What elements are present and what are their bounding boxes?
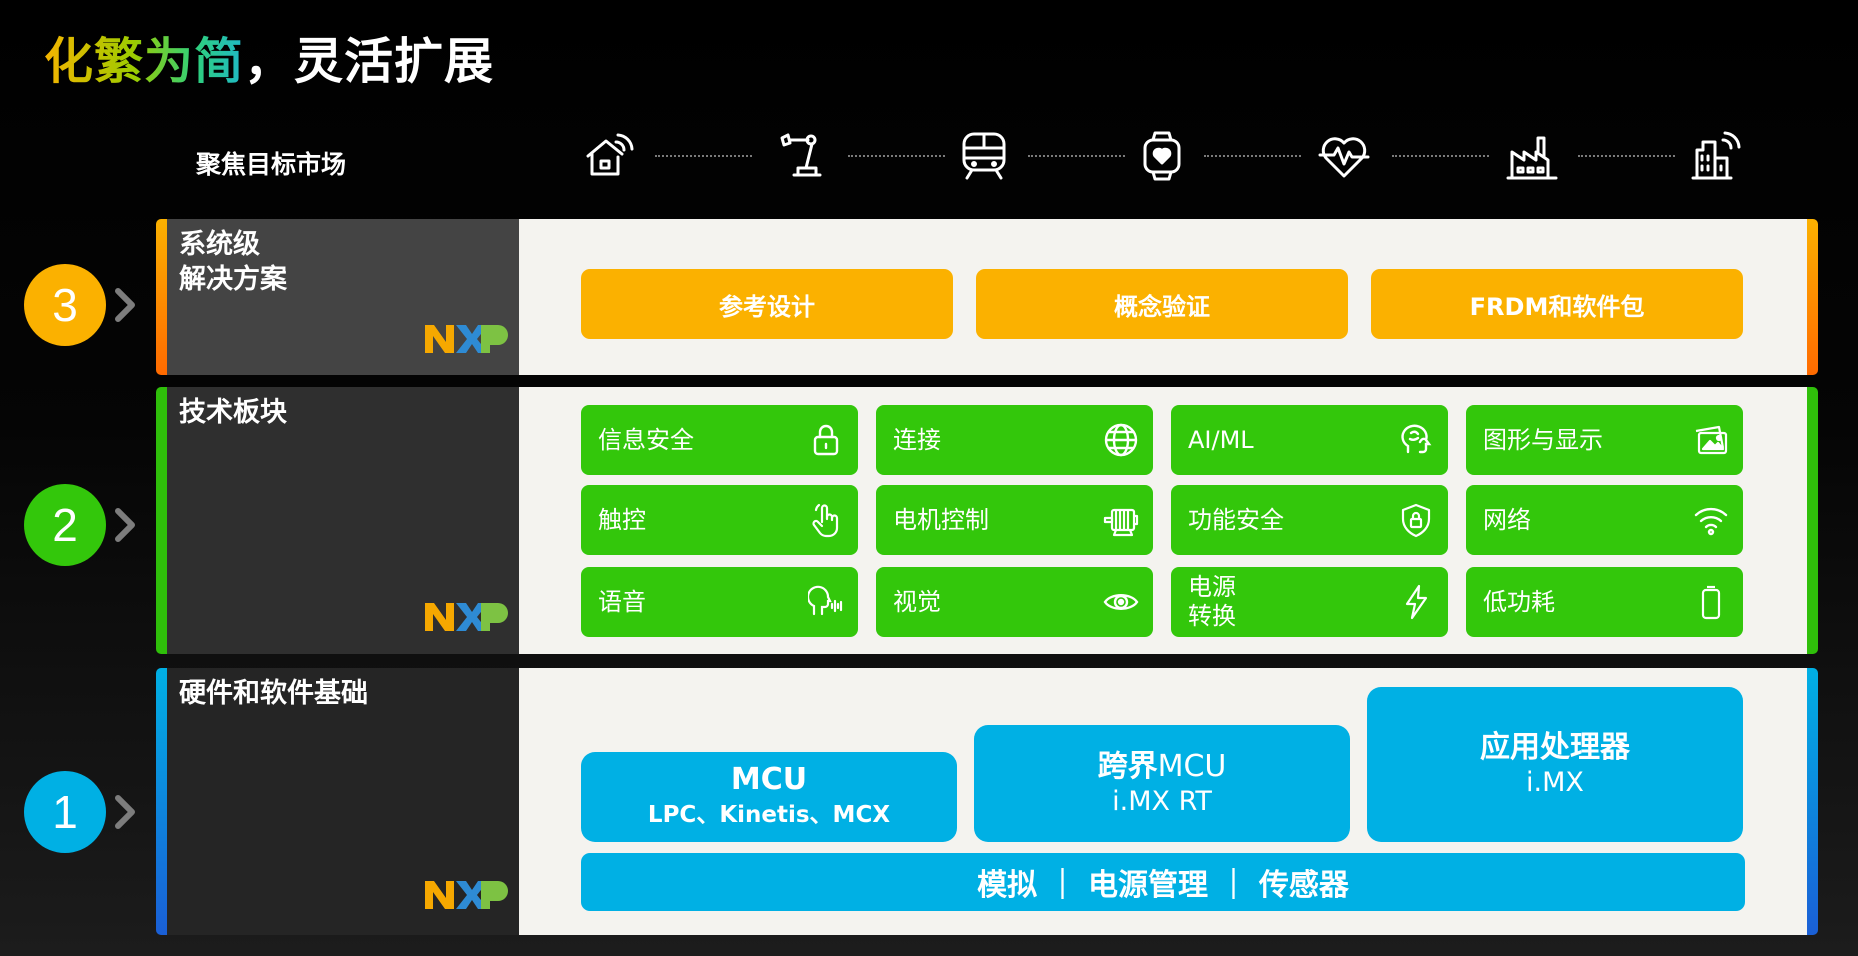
block-label: 低功耗 bbox=[1483, 587, 1555, 616]
block-vision[interactable]: 视觉 bbox=[876, 567, 1153, 637]
block-label: 电源 转换 bbox=[1188, 573, 1236, 630]
smart-building-icon bbox=[1689, 130, 1741, 182]
block-connectivity[interactable]: 连接 bbox=[876, 405, 1153, 475]
tier-title: 技术板块 bbox=[179, 397, 287, 428]
smart-home-icon bbox=[582, 130, 634, 182]
application-processor-button[interactable]: 应用处理器 i.MX bbox=[1367, 687, 1743, 842]
block-label: 信息安全 bbox=[598, 425, 694, 454]
factory-icon bbox=[1506, 130, 1558, 182]
industrial-robot-arm-icon bbox=[776, 130, 828, 182]
tier-label-panel: 系统级 解决方案 bbox=[167, 219, 519, 375]
reference-design-button[interactable]: 参考设计 bbox=[581, 269, 953, 339]
divider-dots bbox=[1204, 155, 1301, 157]
analog-power-sensor-strip[interactable]: 模拟 ｜ 电源管理 ｜ 传感器 bbox=[581, 853, 1745, 911]
mcu-families: LPC、Kinetis、MCX bbox=[647, 802, 891, 828]
block-graphics-display[interactable]: 图形与显示 bbox=[1466, 405, 1743, 475]
chevron-right-icon bbox=[115, 288, 135, 322]
chevron-right-icon bbox=[115, 795, 135, 829]
app-processor-family: i.MX bbox=[1526, 766, 1584, 798]
tier-accent-bar bbox=[156, 219, 167, 375]
block-label: 网络 bbox=[1483, 505, 1531, 534]
crossover-title: 跨界MCU bbox=[1098, 749, 1227, 785]
brain-icon bbox=[1398, 422, 1434, 458]
block-label: 视觉 bbox=[893, 587, 941, 616]
motor-icon bbox=[1103, 502, 1139, 538]
block-label: 触控 bbox=[598, 505, 646, 534]
chevron-right-icon bbox=[115, 508, 135, 542]
divider-dots bbox=[1392, 155, 1489, 157]
tier-technology-blocks: 技术板块 信息安全 连接 AI/ML 图形与显示 触控 电机控制 bbox=[156, 387, 1818, 654]
battery-icon bbox=[1693, 584, 1729, 620]
block-label: 电机控制 bbox=[893, 505, 989, 534]
lock-icon bbox=[808, 422, 844, 458]
tier-accent-bar bbox=[156, 668, 167, 935]
block-power-conversion[interactable]: 电源 转换 bbox=[1171, 567, 1448, 637]
crossover-family: i.MX RT bbox=[1112, 785, 1212, 817]
divider-dots bbox=[655, 155, 752, 157]
proof-of-concept-button[interactable]: 概念验证 bbox=[976, 269, 1348, 339]
block-low-power[interactable]: 低功耗 bbox=[1466, 567, 1743, 637]
tier-accent-bar bbox=[1807, 219, 1818, 375]
tier-hw-sw-foundation: 硬件和软件基础 MCU LPC、Kinetis、MCX 跨界MCU i.MX R… bbox=[156, 668, 1818, 935]
touch-hand-icon bbox=[808, 502, 844, 538]
wifi-icon bbox=[1693, 502, 1729, 538]
nxp-logo bbox=[423, 878, 509, 912]
block-ai-ml[interactable]: AI/ML bbox=[1171, 405, 1448, 475]
nxp-logo bbox=[423, 322, 509, 356]
divider-dots bbox=[1578, 155, 1675, 157]
app-processor-title: 应用处理器 bbox=[1480, 729, 1630, 765]
nxp-logo bbox=[423, 600, 509, 634]
mcu-button[interactable]: MCU LPC、Kinetis、MCX bbox=[581, 752, 957, 842]
block-functional-safety[interactable]: 功能安全 bbox=[1171, 485, 1448, 555]
block-touch[interactable]: 触控 bbox=[581, 485, 858, 555]
frdm-software-package-button[interactable]: FRDM和软件包 bbox=[1371, 269, 1743, 339]
page-title: 化繁为简，灵活扩展 bbox=[44, 22, 494, 93]
tier-title: 硬件和软件基础 bbox=[179, 678, 368, 709]
block-voice[interactable]: 语音 bbox=[581, 567, 858, 637]
block-label: 功能安全 bbox=[1188, 505, 1284, 534]
crossover-mcu-button[interactable]: 跨界MCU i.MX RT bbox=[974, 725, 1350, 842]
block-network[interactable]: 网络 bbox=[1466, 485, 1743, 555]
globe-icon bbox=[1103, 422, 1139, 458]
title-rest: ，灵活扩展 bbox=[244, 33, 495, 90]
block-motor-control[interactable]: 电机控制 bbox=[876, 485, 1153, 555]
focus-markets-label: 聚焦目标市场 bbox=[196, 150, 347, 179]
tier-label-panel: 硬件和软件基础 bbox=[167, 668, 519, 935]
mcu-title: MCU bbox=[730, 762, 808, 797]
tier-content: 参考设计 概念验证 FRDM和软件包 bbox=[519, 219, 1807, 375]
heart-health-icon bbox=[1318, 130, 1370, 182]
tier-accent-bar bbox=[156, 387, 167, 654]
block-label: AI/ML bbox=[1188, 425, 1254, 454]
tier-3-badge: 3 bbox=[24, 264, 106, 346]
divider-dots bbox=[1028, 155, 1125, 157]
tier-accent-bar bbox=[1807, 668, 1818, 935]
tier-1-badge: 1 bbox=[24, 771, 106, 853]
tier-2-badge: 2 bbox=[24, 484, 106, 566]
lightning-icon bbox=[1398, 584, 1434, 620]
smartwatch-icon bbox=[1136, 130, 1188, 182]
crossover-title-light: MCU bbox=[1157, 748, 1227, 784]
train-icon bbox=[958, 130, 1010, 182]
block-label: 语音 bbox=[598, 587, 646, 616]
title-highlight: 化繁为简 bbox=[44, 33, 245, 90]
shield-lock-icon bbox=[1398, 502, 1434, 538]
crossover-title-bold: 跨界 bbox=[1097, 748, 1158, 784]
images-icon bbox=[1693, 422, 1729, 458]
block-label: 图形与显示 bbox=[1483, 425, 1603, 454]
block-security[interactable]: 信息安全 bbox=[581, 405, 858, 475]
tier-content: MCU LPC、Kinetis、MCX 跨界MCU i.MX RT 应用处理器 … bbox=[519, 668, 1807, 935]
tier-content: 信息安全 连接 AI/ML 图形与显示 触控 电机控制 功能安全 网 bbox=[519, 387, 1807, 654]
tier-accent-bar bbox=[1807, 387, 1818, 654]
tier-label-panel: 技术板块 bbox=[167, 387, 519, 654]
block-label: 连接 bbox=[893, 425, 941, 454]
voice-head-icon bbox=[806, 584, 844, 620]
eye-icon bbox=[1103, 584, 1139, 620]
tier-system-solutions: 系统级 解决方案 参考设计 概念验证 FRDM和软件包 bbox=[156, 219, 1818, 375]
tier-title: 系统级 解决方案 bbox=[179, 229, 287, 295]
divider-dots bbox=[848, 155, 945, 157]
